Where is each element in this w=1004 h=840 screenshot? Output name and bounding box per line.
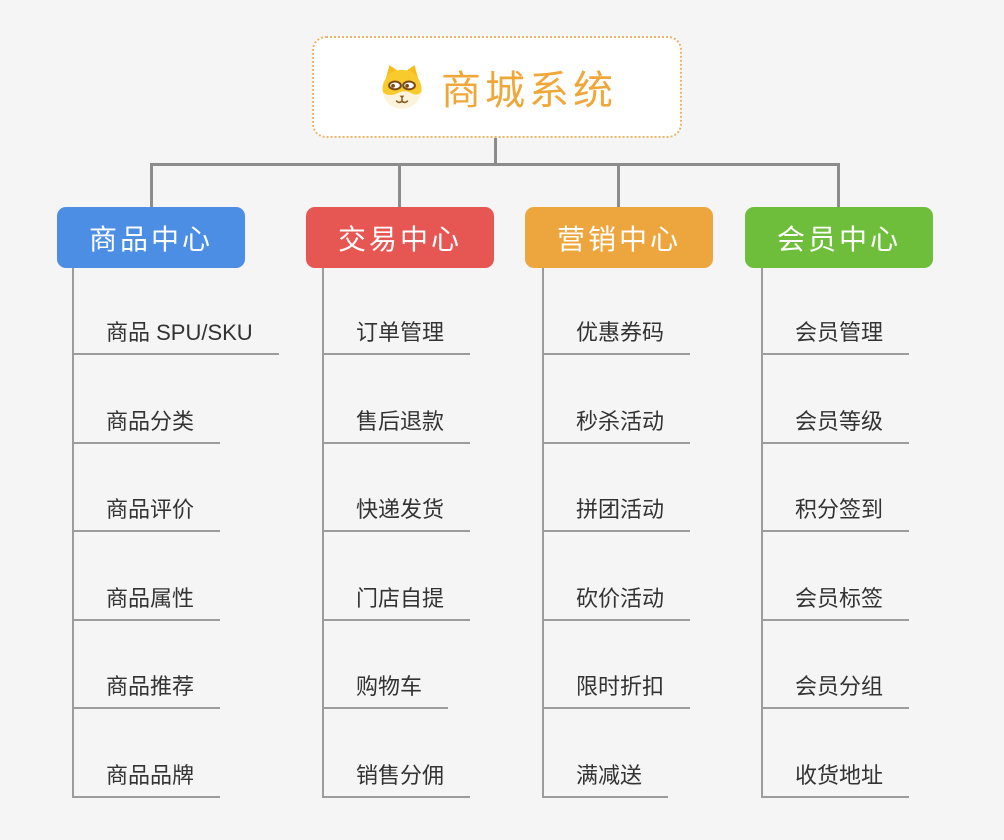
spine-product-center xyxy=(72,268,74,798)
leaf-item[interactable]: 门店自提 xyxy=(322,532,471,621)
leaf-item[interactable]: 商品属性 xyxy=(72,532,221,621)
leaf-item[interactable]: 订单管理 xyxy=(322,266,471,355)
leaf-item[interactable]: 购物车 xyxy=(322,621,449,710)
branch-node-product-center[interactable]: 商品中心 xyxy=(57,207,245,268)
connector-root-stub xyxy=(494,138,497,165)
branch-node-trade-center[interactable]: 交易中心 xyxy=(306,207,494,268)
leaf-column-member-center: 会员管理 会员等级 积分签到 会员标签 会员分组 收货地址 xyxy=(761,266,910,798)
spine-member-center xyxy=(761,268,763,798)
leaf-column-product-center: 商品 SPU/SKU 商品分类 商品评价 商品属性 商品推荐 商品品牌 xyxy=(72,266,279,798)
root-node-mall-system[interactable]: 商城系统 xyxy=(312,36,682,138)
leaf-item[interactable]: 优惠券码 xyxy=(542,266,691,355)
leaf-item[interactable]: 会员分组 xyxy=(761,621,910,710)
leaf-item[interactable]: 会员标签 xyxy=(761,532,910,621)
leaf-item[interactable]: 商品品牌 xyxy=(72,709,221,798)
leaf-item[interactable]: 售后退款 xyxy=(322,355,471,444)
connector-drop-trade xyxy=(398,163,401,207)
connector-drop-product xyxy=(150,163,153,207)
connector-drop-marketing xyxy=(617,163,620,207)
connector-drop-member xyxy=(837,163,840,207)
leaf-item[interactable]: 秒杀活动 xyxy=(542,355,691,444)
leaf-item[interactable]: 快递发货 xyxy=(322,444,471,533)
connector-trunk-hline xyxy=(150,163,840,166)
spine-trade-center xyxy=(322,268,324,798)
leaf-item[interactable]: 商品分类 xyxy=(72,355,221,444)
spine-marketing-center xyxy=(542,268,544,798)
leaf-item[interactable]: 满减送 xyxy=(542,709,669,798)
leaf-item[interactable]: 会员管理 xyxy=(761,266,910,355)
leaf-item[interactable]: 积分签到 xyxy=(761,444,910,533)
leaf-item[interactable]: 商品 SPU/SKU xyxy=(72,266,279,355)
leaf-column-marketing-center: 优惠券码 秒杀活动 拼团活动 砍价活动 限时折扣 满减送 xyxy=(542,266,691,798)
leaf-column-trade-center: 订单管理 售后退款 快递发货 门店自提 购物车 销售分佣 xyxy=(322,266,471,798)
leaf-item[interactable]: 收货地址 xyxy=(761,709,910,798)
leaf-item[interactable]: 砍价活动 xyxy=(542,532,691,621)
leaf-item[interactable]: 商品推荐 xyxy=(72,621,221,710)
leaf-item[interactable]: 商品评价 xyxy=(72,444,221,533)
branch-node-marketing-center[interactable]: 营销中心 xyxy=(525,207,713,268)
dog-face-icon xyxy=(377,62,427,112)
leaf-item[interactable]: 会员等级 xyxy=(761,355,910,444)
branch-node-member-center[interactable]: 会员中心 xyxy=(745,207,933,268)
leaf-item[interactable]: 限时折扣 xyxy=(542,621,691,710)
leaf-item[interactable]: 销售分佣 xyxy=(322,709,471,798)
root-label: 商城系统 xyxy=(441,69,617,113)
leaf-item[interactable]: 拼团活动 xyxy=(542,444,691,533)
